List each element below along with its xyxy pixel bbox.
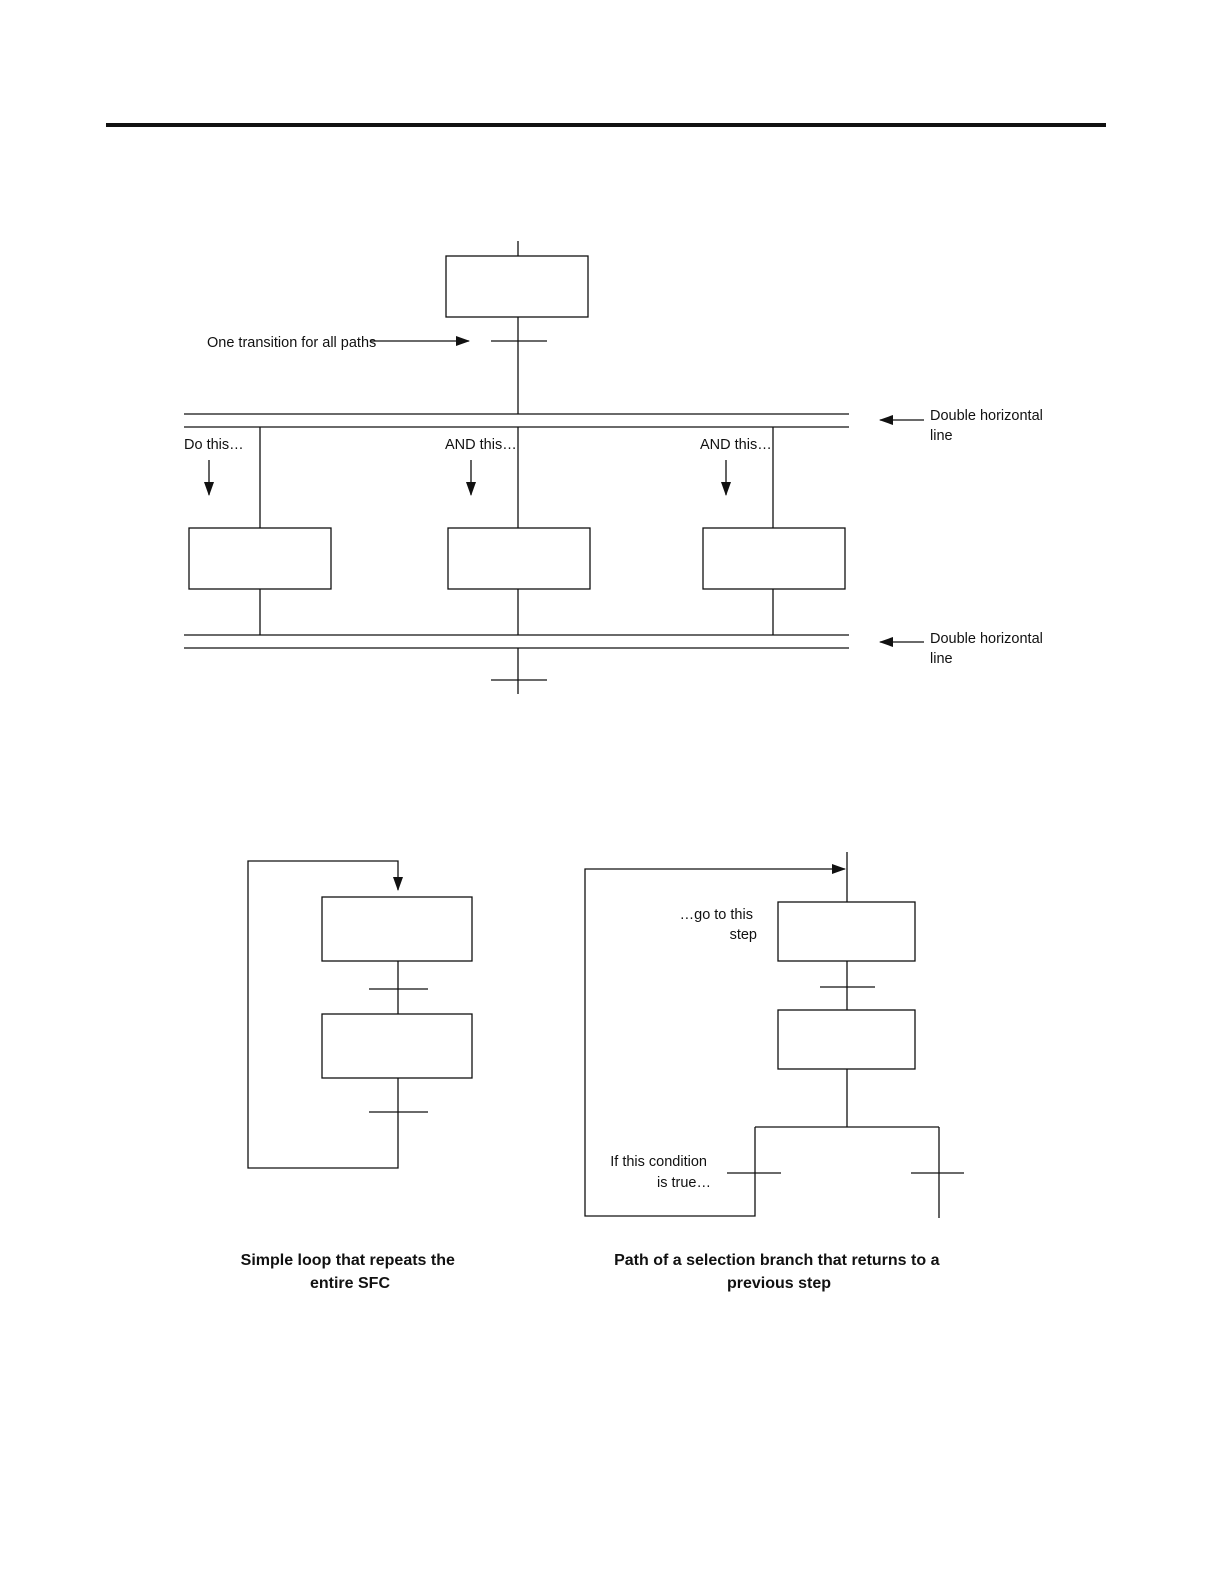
loop-caption-line-2: entire SFC: [310, 1275, 390, 1292]
loop-step-2-box: [322, 1014, 472, 1078]
goto-step-label-line-1: …go to this: [680, 907, 753, 923]
parallel-branch-diagram: One transition for all paths Double hori…: [184, 241, 1047, 694]
condition-label-line-1: If this condition: [610, 1154, 707, 1170]
double-line-top-label-line-2: line: [930, 428, 953, 444]
branch-label-and-this-2: AND this…: [700, 437, 772, 453]
goto-step-label: …go to this step: [680, 907, 757, 943]
selection-step-1-box: [778, 902, 915, 961]
branch-1-step-box: [189, 528, 331, 589]
branch-2-step-box: [448, 528, 590, 589]
selection-caption: Path of a selection branch that returns …: [614, 1252, 944, 1292]
initial-step-box: [446, 256, 588, 317]
simple-loop-diagram: Simple loop that repeats the entire SFC: [241, 861, 472, 1292]
branch-3-step-box: [703, 528, 845, 589]
loop-caption: Simple loop that repeats the entire SFC: [241, 1252, 460, 1292]
branch-label-do-this: Do this…: [184, 437, 244, 453]
branch-label-and-this-1: AND this…: [445, 437, 517, 453]
condition-label: If this condition is true…: [610, 1154, 711, 1191]
transition-label: One transition for all paths: [207, 335, 376, 351]
selection-return-diagram: …go to this step If this condition is tr…: [585, 852, 964, 1292]
double-line-top-label-line-1: Double horizontal: [930, 408, 1043, 424]
loop-caption-line-1: Simple loop that repeats the: [241, 1252, 455, 1269]
double-line-bottom-label: Double horizontal line: [930, 631, 1047, 667]
selection-caption-line-2: previous step: [727, 1275, 831, 1292]
double-line-bottom-label-line-1: Double horizontal: [930, 631, 1043, 647]
goto-step-label-line-2: step: [730, 927, 757, 943]
double-line-top-label: Double horizontal line: [930, 408, 1047, 444]
condition-label-line-2: is true…: [657, 1175, 711, 1191]
loop-step-1-box: [322, 897, 472, 961]
selection-caption-line-1: Path of a selection branch that returns …: [614, 1252, 939, 1269]
double-line-bottom-label-line-2: line: [930, 651, 953, 667]
selection-step-2-box: [778, 1010, 915, 1069]
